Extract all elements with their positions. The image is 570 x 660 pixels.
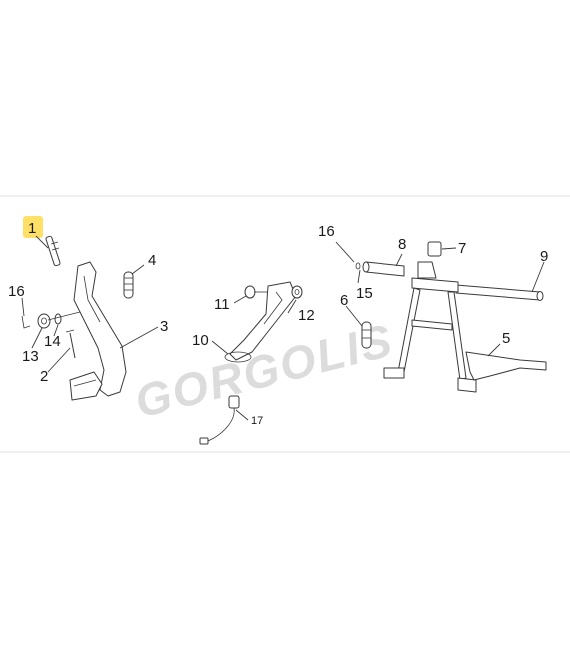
part-9-shaft-icon [455,284,544,301]
part-1-switch-icon [45,235,61,267]
callout-13: 13 [22,348,39,365]
callout-2: 2 [40,368,48,385]
callout-12: 12 [298,307,315,324]
callout-6: 6 [340,292,348,309]
side-stand-group [199,281,303,445]
callout-4: 4 [148,252,156,269]
part-14-washer-icon [54,313,62,325]
part-15-pin-icon [355,262,361,270]
callout-15: 15 [356,285,373,302]
brake-pedal-group [21,235,134,401]
part-6-spring-icon [361,321,372,349]
callout-17: 17 [251,415,263,427]
main-stand-group [355,241,547,393]
part-3-brake-pedal-icon [69,261,127,401]
part-8-sleeve-icon [362,261,405,277]
callout-9: 9 [540,248,548,265]
callout-1: 1 [28,220,36,237]
callout-1-highlight [23,216,43,238]
part-13-nut-icon [37,313,51,329]
callout-16-right: 16 [318,223,335,240]
part-5-lever-icon [465,351,547,381]
callout-11: 11 [214,296,230,313]
callout-16-left: 16 [8,283,25,300]
pedal-shaft [47,311,81,321]
part-16-pin-icon [21,315,31,329]
part-main-stand-icon [383,261,477,393]
part-4-spring-icon [123,271,134,299]
part-7-bushing-icon [427,241,442,257]
part-11-bolt-icon [244,285,268,299]
callout-5: 5 [502,330,510,347]
part-12-nut-icon [291,285,303,299]
part-17-sensor-icon [199,395,240,445]
part-2-bolt-icon [65,329,76,359]
callout-7: 7 [458,240,466,257]
callout-14: 14 [44,333,61,350]
part-10-spring-icon [224,351,252,363]
callout-3: 3 [160,318,168,335]
callout-10: 10 [192,332,209,349]
callout-8: 8 [398,236,406,253]
